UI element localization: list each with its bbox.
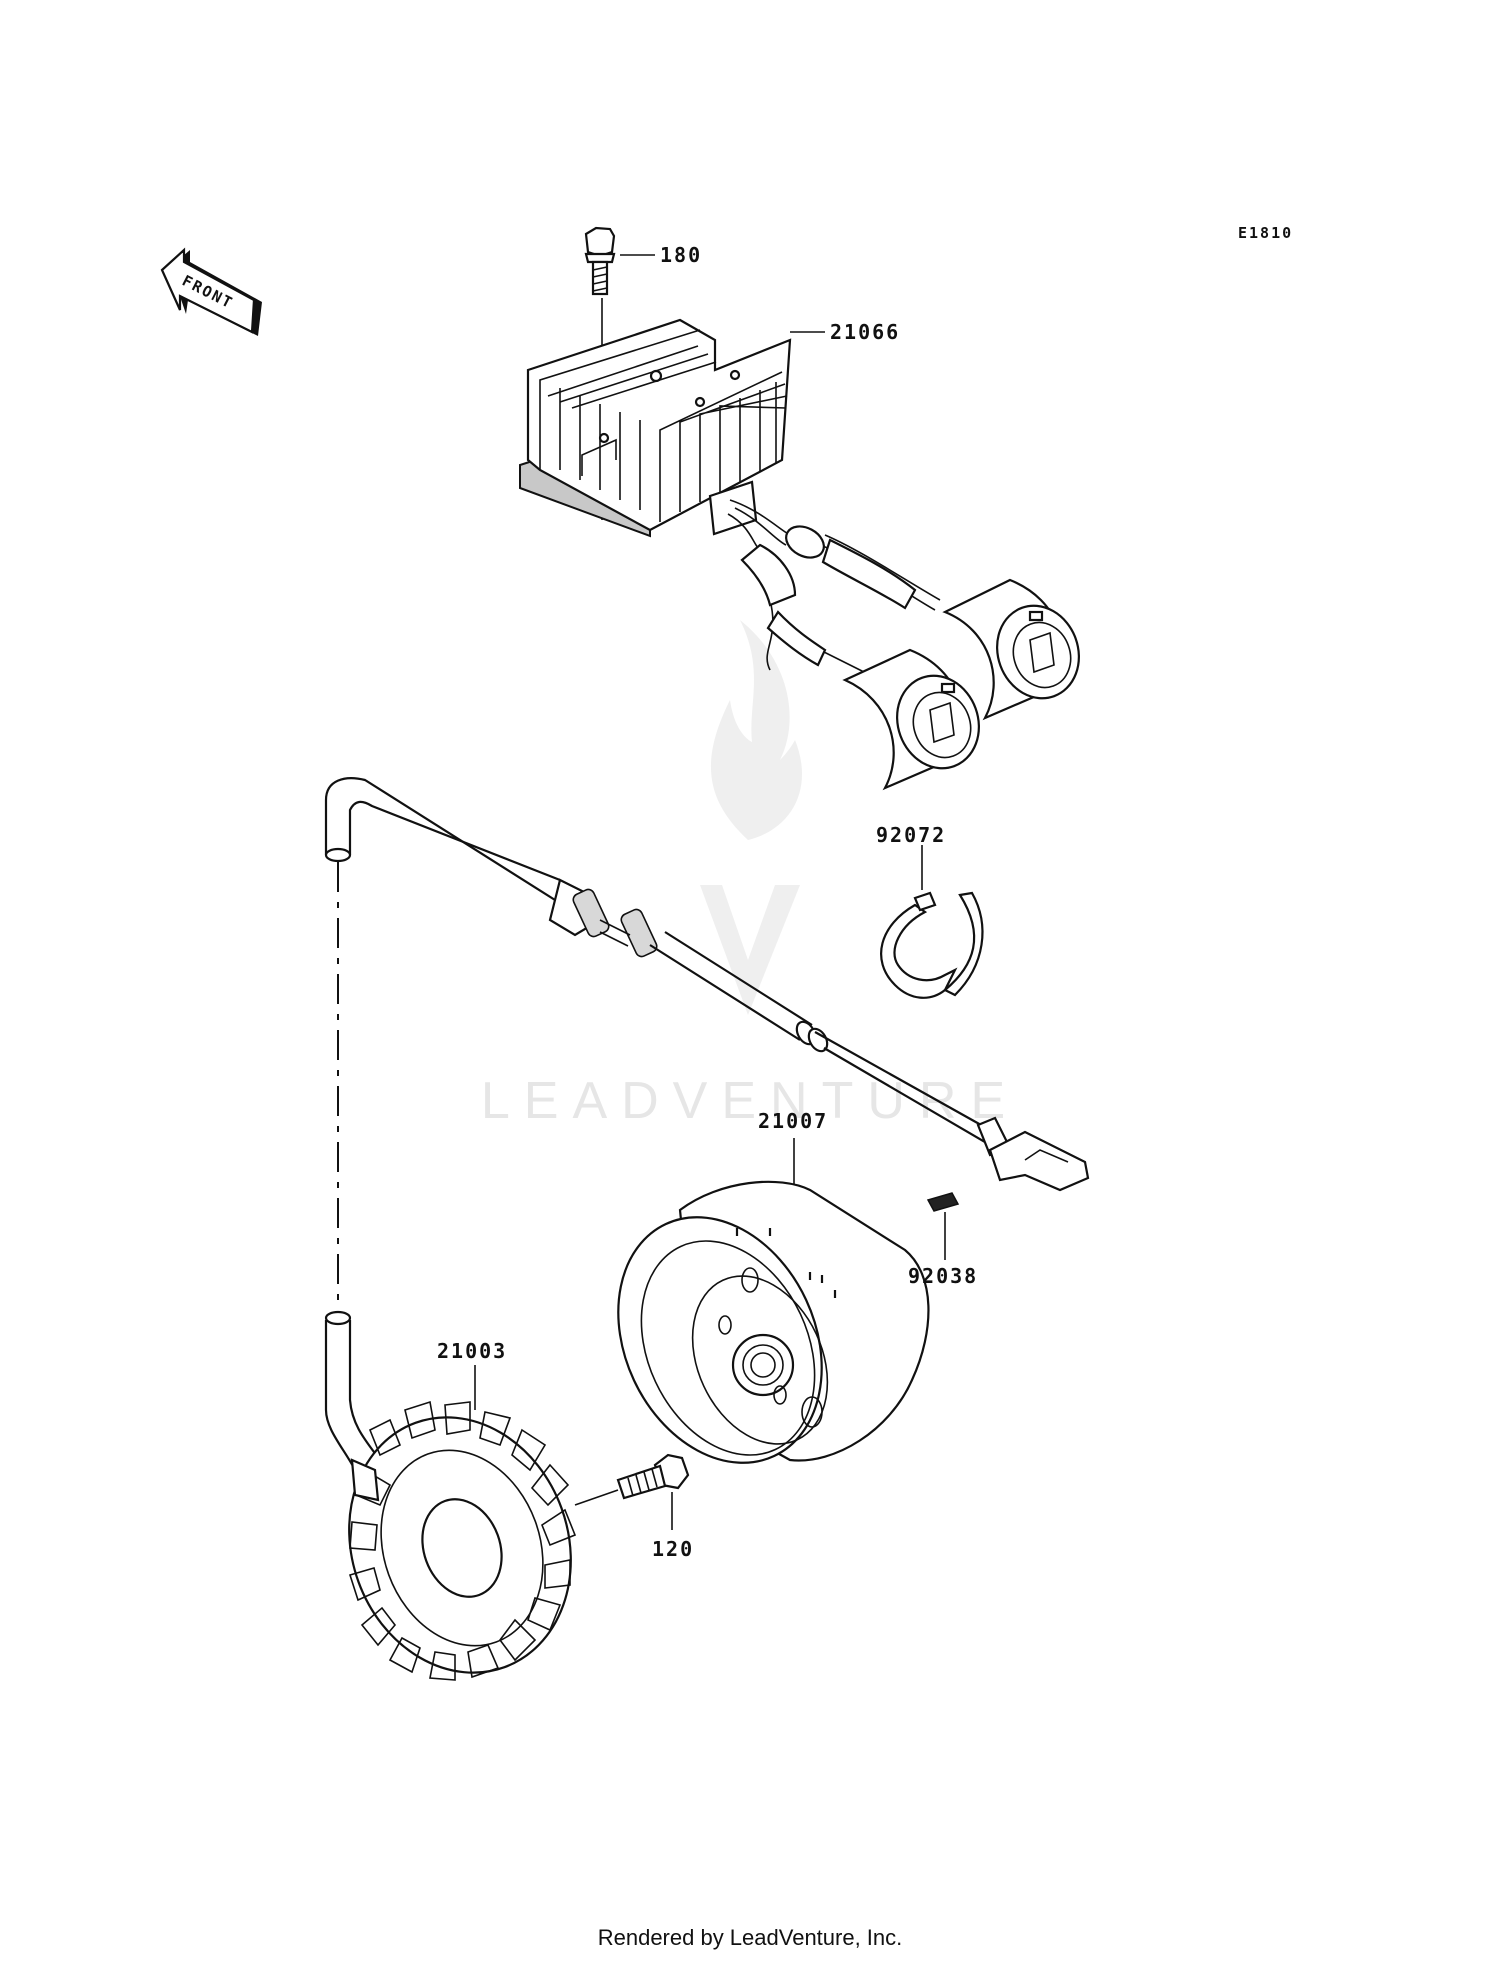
part-labels: 180 21066 92072 21007 92038 21003 120: [437, 243, 978, 1561]
label-92072: 92072: [876, 823, 946, 847]
bolt-120-icon: [574, 1453, 690, 1530]
diagram-code: E1810: [1238, 224, 1293, 242]
stator-lead-wire: [324, 777, 1090, 1501]
key-92038-icon: [926, 1192, 960, 1260]
label-120: 120: [652, 1537, 694, 1561]
footer-credit: Rendered by LeadVenture, Inc.: [598, 1925, 903, 1950]
front-arrow-icon: FRONT: [160, 247, 262, 336]
flywheel-21007-icon: [617, 1138, 930, 1464]
label-21003: 21003: [437, 1339, 507, 1363]
regulator-assembly: [519, 226, 1080, 791]
label-21007: 21007: [758, 1109, 828, 1133]
bolt-180-icon: [584, 226, 616, 296]
watermark-text: LEADVENTURE: [481, 1072, 1019, 1130]
watermark: LEADVENTURE: [481, 620, 1019, 1130]
label-180: 180: [660, 243, 702, 267]
stator-21003-icon: [348, 1365, 577, 1681]
connector-harness: [740, 525, 1080, 791]
band-92072-icon: [880, 845, 984, 999]
label-92038: 92038: [908, 1264, 978, 1288]
regulator-21066-icon: [519, 318, 792, 538]
label-21066: 21066: [830, 320, 900, 344]
